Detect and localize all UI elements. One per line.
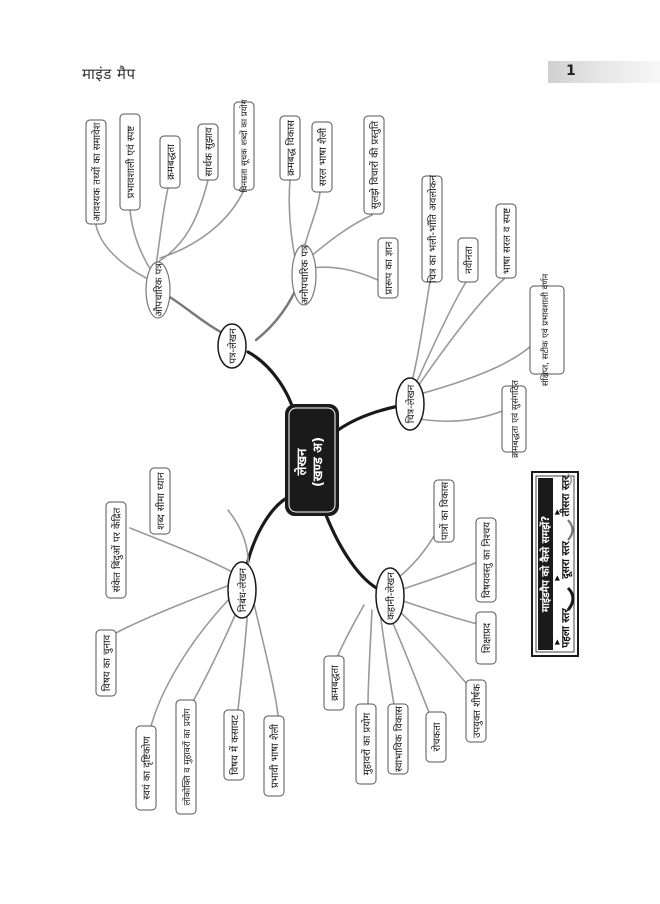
svg-text:उपयुक्त शीर्षक: उपयुक्त शीर्षक xyxy=(471,684,483,738)
leaf-aupcharik-4: सार्थक सुझाव xyxy=(197,123,219,181)
legend-level-3-stroke xyxy=(567,473,573,487)
svg-text:संक्षिप्त, सटीक एवं प्रभावशाली: संक्षिप्त, सटीक एवं प्रभावशाली वर्णन xyxy=(540,273,551,386)
leaf-nibandh-3: विषय का चुनाव xyxy=(95,629,117,697)
hub-patra-label: पत्र-लेखन xyxy=(227,328,239,364)
svg-text:चित्र का भली-भाँति अवलोकन: चित्र का भली-भाँति अवलोकन xyxy=(427,175,439,283)
svg-text:पात्रों का विकास: पात्रों का विकास xyxy=(439,482,451,540)
leaf-aupcharik-2: प्रभावशाली एवं स्पष्ट xyxy=(119,113,141,211)
leaf-kahani-3: शिक्षाप्रद xyxy=(475,611,497,665)
page-number-tab xyxy=(548,61,660,83)
page-number: 1 xyxy=(566,63,576,79)
svg-text:स्वयं का दृष्टिकोण: स्वयं का दृष्टिकोण xyxy=(141,736,153,800)
leaf-anaupcharik-3: सुलझे विचारों की प्रस्तुति xyxy=(363,115,385,215)
leaf-nibandh-7: प्रभावी भाषा शैली xyxy=(263,715,285,797)
svg-text:प्रारूप का ज्ञान: प्रारूप का ज्ञान xyxy=(384,241,395,294)
legend-level-2: दूसरा स्तर xyxy=(560,540,573,579)
legend-arrow-3: ▸ xyxy=(551,509,563,515)
svg-text:शिक्षाप्रद: शिक्षाप्रद xyxy=(481,622,493,653)
leaf-kahani-2: विषयवस्तु का निश्चय xyxy=(475,517,497,603)
leaf-chitra-2: नवीनता xyxy=(457,237,479,283)
svg-text:क्रमबद्धता: क्रमबद्धता xyxy=(166,144,177,180)
svg-text:शब्द सीमा ध्यान: शब्द सीमा ध्यान xyxy=(155,472,167,530)
leaf-kahani-7: मुहावरों का प्रयोग xyxy=(355,703,377,785)
svg-text:सार्थक सुझाव: सार्थक सुझाव xyxy=(203,127,215,177)
svg-text:लोकोक्ति व मुहावरों का प्रयोग: लोकोक्ति व मुहावरों का प्रयोग xyxy=(181,708,193,806)
page-header-title: माइंड मैप xyxy=(82,65,136,83)
leaf-nibandh-1: शब्द सीमा ध्यान xyxy=(149,467,171,535)
center-node: लेखन (खण्ड अ) xyxy=(285,404,339,516)
leaf-kahani-6: स्वाभाविक विकास xyxy=(387,703,409,775)
leaf-kahani-8: क्रमबद्धता xyxy=(323,655,345,711)
hub-anaupcharik-label: अनौपचारिक पत्र xyxy=(299,245,311,305)
svg-text:सुलझे विचारों की प्रस्तुति: सुलझे विचारों की प्रस्तुति xyxy=(369,121,381,210)
svg-text:भाषा सरल व स्पष्ट: भाषा सरल व स्पष्ट xyxy=(502,208,513,274)
svg-text:आवश्यक तथ्यों का समावेश: आवश्यक तथ्यों का समावेश xyxy=(91,122,103,221)
legend-arrow-2: ▸ xyxy=(551,575,563,581)
hub-nibandh: निबंध-लेखन xyxy=(227,561,257,619)
leaf-anaupcharik-1: क्रमबद्ध विकास xyxy=(279,115,301,181)
leaf-aupcharik-3: क्रमबद्धता xyxy=(159,135,181,189)
hub-kahani: कहानी-लेखन xyxy=(375,567,405,625)
svg-text:सरल भाषा शैली: सरल भाषा शैली xyxy=(317,128,329,187)
svg-text:रोचकता: रोचकता xyxy=(431,722,443,751)
svg-text:संकेत बिंदुओं पर केंद्रित: संकेत बिंदुओं पर केंद्रित xyxy=(111,507,123,592)
svg-text:विनम्रता सूचक शब्दों का प्रयोग: विनम्रता सूचक शब्दों का प्रयोग xyxy=(239,99,250,192)
hub-aupcharik-label: औपचारिक पत्र xyxy=(153,263,165,317)
leaf-anaupcharik-2: सरल भाषा शैली xyxy=(311,121,333,193)
leaf-kahani-5: रोचकता xyxy=(425,711,447,763)
center-title: लेखन xyxy=(294,448,310,476)
hub-chitra: चित्र-लेखन xyxy=(395,377,425,431)
legend-title: माइंडमैप को कैसे समझें? xyxy=(539,516,552,613)
hub-aupcharik: औपचारिक पत्र xyxy=(145,261,171,319)
leaf-aupcharik-1: आवश्यक तथ्यों का समावेश xyxy=(85,119,107,225)
leaf-chitra-4: संक्षिप्त, सटीक एवं प्रभावशाली वर्णन xyxy=(529,273,565,386)
svg-text:विषय में कसावट: विषय में कसावट xyxy=(229,714,241,775)
svg-text:क्रमबद्धता: क्रमबद्धता xyxy=(330,665,341,701)
hub-anaupcharik: अनौपचारिक पत्र xyxy=(291,244,317,306)
leaf-nibandh-2: संकेत बिंदुओं पर केंद्रित xyxy=(105,501,127,599)
legend-level-1-stroke xyxy=(566,586,575,611)
svg-text:प्रभावशाली एवं स्पष्ट: प्रभावशाली एवं स्पष्ट xyxy=(125,126,137,199)
legend-level-1: पहला स्तर xyxy=(560,608,572,649)
svg-text:क्रमबद्धता एवं सुसंगठित: क्रमबद्धता एवं सुसंगठित xyxy=(509,379,521,458)
hub-chitra-label: चित्र-लेखन xyxy=(405,384,417,423)
leaf-aupcharik-5: विनम्रता सूचक शब्दों का प्रयोग xyxy=(233,99,255,193)
leaf-nibandh-4: स्वयं का दृष्टिकोण xyxy=(135,725,157,811)
svg-text:विषय का चुनाव: विषय का चुनाव xyxy=(101,634,113,691)
hub-nibandh-label: निबंध-लेखन xyxy=(237,567,249,612)
legend-level-2-stroke xyxy=(567,519,574,541)
legend-arrow-1: ▸ xyxy=(551,639,563,645)
svg-text:क्रमबद्ध विकास: क्रमबद्ध विकास xyxy=(285,120,297,176)
hub-patra: पत्र-लेखन xyxy=(217,323,247,369)
leaf-kahani-4: उपयुक्त शीर्षक xyxy=(465,679,487,743)
leaf-kahani-1: पात्रों का विकास xyxy=(433,479,455,543)
leaf-anaupcharik-4: प्रारूप का ज्ञान xyxy=(377,237,399,299)
leaf-nibandh-5: लोकोक्ति व मुहावरों का प्रयोग xyxy=(175,699,197,815)
leaf-chitra-5: क्रमबद्धता एवं सुसंगठित xyxy=(501,379,527,458)
svg-text:स्वाभाविक विकास: स्वाभाविक विकास xyxy=(393,706,405,772)
connector-center-kahani xyxy=(324,513,382,592)
leaf-nibandh-6: विषय में कसावट xyxy=(223,709,245,781)
svg-text:प्रभावी भाषा शैली: प्रभावी भाषा शैली xyxy=(269,724,281,788)
svg-text:मुहावरों का प्रयोग: मुहावरों का प्रयोग xyxy=(361,712,373,775)
center-subtitle: (खण्ड अ) xyxy=(311,437,326,487)
leaf-chitra-3: भाषा सरल व स्पष्ट xyxy=(495,203,517,279)
svg-text:नवीनता: नवीनता xyxy=(463,246,475,274)
connector-center-nibandh xyxy=(242,493,294,582)
leaf-chitra-1: चित्र का भली-भाँति अवलोकन xyxy=(421,175,443,283)
hub-kahani-label: कहानी-लेखन xyxy=(385,572,397,620)
legend-box: माइंडमैप को कैसे समझें? पहला स्तर दूसरा … xyxy=(531,471,579,657)
svg-text:विषयवस्तु का निश्चय: विषयवस्तु का निश्चय xyxy=(481,522,493,598)
